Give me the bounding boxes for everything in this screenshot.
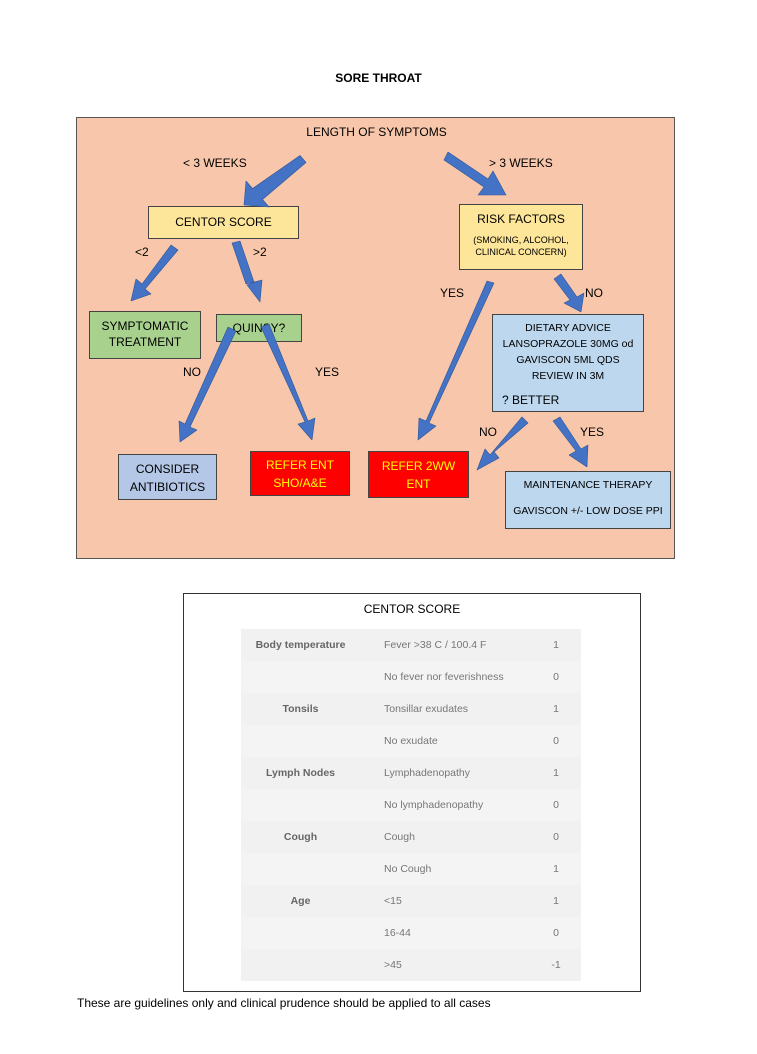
table-row: No fever nor feverishness 0 (241, 661, 581, 693)
points-cell: 1 (553, 895, 559, 907)
arrow-root-left (243, 155, 307, 208)
points-cell: 1 (553, 703, 559, 715)
centor-score-box-label: CENTOR SCORE (175, 215, 272, 229)
table-row: Body temperature Fever >38 C / 100.4 F 1 (241, 629, 581, 661)
risk-factors-sub-1: (SMOKING, ALCOHOL, (473, 235, 569, 245)
risk-yes-label: YES (440, 286, 465, 300)
factor-cell (241, 949, 360, 981)
refer-2ww-box: REFER 2WW ENT (368, 451, 469, 498)
criteria-cell: Cough (384, 831, 415, 843)
arrow-quinsy-to-consider (178, 326, 237, 443)
maintenance-line-1: MAINTENANCE THERAPY (523, 479, 653, 491)
consider-line-2: ANTIBIOTICS (129, 480, 206, 494)
quinsy-no-label: NO (183, 365, 201, 379)
table-row: >45 -1 (241, 949, 581, 981)
flowchart-arrows (130, 151, 589, 471)
points-cell: 0 (553, 927, 559, 939)
criteria-cell: No exudate (384, 735, 438, 747)
lt2-label: <2 (135, 245, 149, 259)
centor-score-panel: CENTOR SCORE Body temperature Fever >38 … (183, 593, 641, 992)
consider-antibiotics-box: CONSIDER ANTIBIOTICS (118, 454, 217, 500)
page-title: SORE THROAT (335, 71, 422, 85)
table-row: Age <15 1 (241, 885, 581, 917)
dietary-line-4: REVIEW IN 3M (531, 370, 605, 382)
points-cell: -1 (551, 959, 561, 971)
arrow-risk-to-refer-2ww (417, 280, 495, 441)
points-cell: 0 (553, 735, 559, 747)
arrow-root-right (443, 151, 507, 196)
points-cell: 1 (553, 863, 559, 875)
points-cell: 1 (553, 767, 559, 779)
points-cell: 0 (553, 799, 559, 811)
points-cell: 1 (553, 639, 559, 651)
branch-right-label: > 3 WEEKS (489, 156, 553, 170)
table-row: No Cough 1 (241, 853, 581, 885)
points-cell: 0 (553, 831, 559, 843)
criteria-cell: No lymphadenopathy (384, 799, 484, 811)
arrow-better-to-2ww (476, 416, 529, 471)
centor-table-title: CENTOR SCORE (363, 602, 461, 616)
disclaimer-text: These are guidelines only and clinical p… (77, 996, 491, 1010)
better-yes-label: YES (580, 425, 605, 439)
risk-factors-sub-2: CLINICAL CONCERN) (475, 247, 567, 257)
factor-cell: Tonsils (282, 703, 319, 715)
risk-no-label: NO (585, 286, 603, 300)
criteria-cell: Fever >38 C / 100.4 F (384, 639, 487, 651)
criteria-cell: Tonsillar exudates (384, 703, 469, 715)
arrow-quinsy-to-refer-ent (260, 323, 316, 441)
better-label: ? BETTER (502, 393, 560, 407)
criteria-cell: Lymphadenopathy (384, 767, 471, 779)
arrow-centor-to-symptomatic (130, 244, 179, 302)
table-row: No lymphadenopathy 0 (241, 789, 581, 821)
consider-line-1: CONSIDER (135, 462, 200, 476)
factor-cell (241, 725, 360, 757)
dietary-line-1: DIETARY ADVICE (525, 322, 611, 334)
branch-left-label: < 3 WEEKS (183, 156, 247, 170)
factor-cell (241, 789, 360, 821)
maintenance-therapy-box: MAINTENANCE THERAPY GAVISCON +/- LOW DOS… (505, 471, 671, 529)
refer-2ww-line-2: ENT (406, 477, 431, 491)
refer-2ww-line-1: REFER 2WW (381, 459, 456, 473)
quinsy-yes-label: YES (315, 365, 340, 379)
flowchart-panel: LENGTH OF SYMPTOMS < 3 WEEKS > 3 WEEKS C… (76, 117, 675, 559)
dietary-line-2: LANSOPRAZOLE 30MG od (502, 338, 634, 350)
symptomatic-line-2: TREATMENT (108, 335, 182, 349)
table-row: Lymph Nodes Lymphadenopathy 1 (241, 757, 581, 789)
factor-cell (241, 917, 360, 949)
risk-factors-title: RISK FACTORS (477, 212, 565, 226)
factor-cell: Lymph Nodes (265, 767, 336, 779)
factor-cell (241, 853, 360, 885)
dietary-advice-box: DIETARY ADVICE LANSOPRAZOLE 30MG od GAVI… (492, 314, 644, 412)
flow-root-label: LENGTH OF SYMPTOMS (306, 125, 447, 139)
maintenance-line-2: GAVISCON +/- LOW DOSE PPI (513, 505, 663, 517)
refer-ent-line-2: SHO/A&E (273, 476, 327, 490)
criteria-cell: >45 (384, 959, 402, 971)
table-row: No exudate 0 (241, 725, 581, 757)
arrow-risk-to-dietary (553, 273, 585, 313)
refer-ent-line-1: REFER ENT (265, 458, 334, 472)
centor-score-box: CENTOR SCORE (148, 206, 299, 239)
factor-cell (241, 661, 360, 693)
factor-cell: Body temperature (255, 639, 346, 651)
arrow-better-to-maintenance (552, 416, 589, 468)
arrow-centor-to-quinsy (231, 240, 263, 303)
gt2-label: >2 (253, 245, 267, 259)
refer-ent-box: REFER ENT SHO/A&E (250, 451, 350, 496)
table-row: Tonsils Tonsillar exudates 1 (241, 693, 581, 725)
factor-cell: Age (290, 895, 311, 907)
points-cell: 0 (553, 671, 559, 683)
criteria-cell: <15 (384, 895, 402, 907)
symptomatic-treatment-box: SYMPTOMATIC TREATMENT (89, 311, 201, 359)
table-row: 16-44 0 (241, 917, 581, 949)
table-row: Cough Cough 0 (241, 821, 581, 853)
factor-cell: Cough (283, 831, 318, 843)
risk-factors-box: RISK FACTORS (SMOKING, ALCOHOL, CLINICAL… (459, 204, 583, 270)
criteria-cell: No fever nor feverishness (384, 671, 504, 683)
criteria-cell: 16-44 (384, 927, 411, 939)
dietary-line-3: GAVISCON 5ML QDS (516, 354, 620, 366)
symptomatic-line-1: SYMPTOMATIC (101, 319, 189, 333)
criteria-cell: No Cough (384, 863, 432, 875)
centor-table: Body temperature Fever >38 C / 100.4 F 1… (241, 629, 581, 981)
better-no-label: NO (479, 425, 497, 439)
